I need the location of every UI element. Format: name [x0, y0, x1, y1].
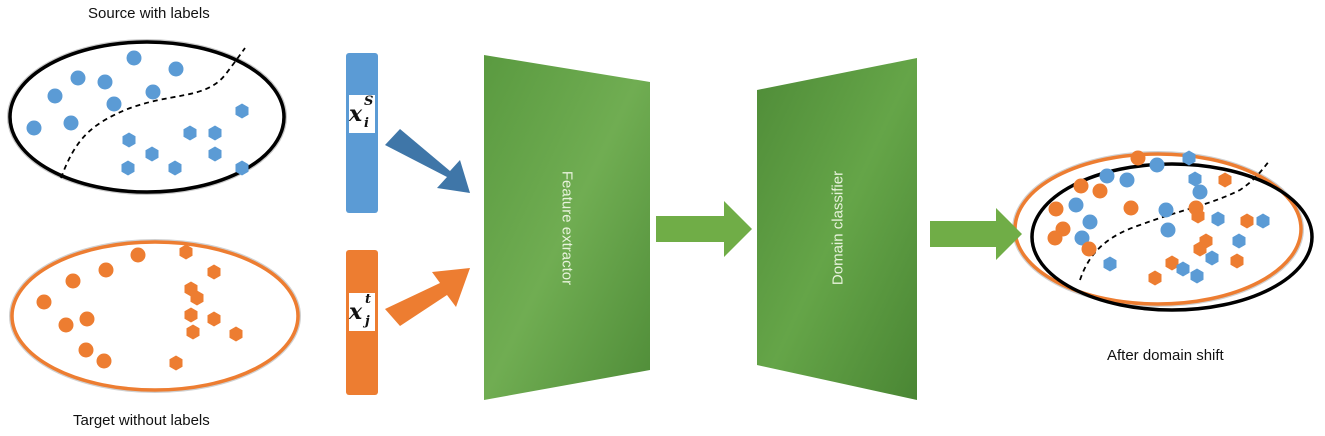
- source-class-b-point: [183, 125, 197, 141]
- after-domain-shift-label: After domain shift: [1107, 347, 1224, 364]
- after-shift-point: [1068, 197, 1084, 213]
- target-class-a-point: [96, 353, 112, 369]
- target-ellipse: [10, 240, 300, 392]
- target-class-b-point: [190, 290, 204, 306]
- source-class-b-point: [122, 132, 136, 148]
- target-class-b-point: [184, 307, 198, 323]
- after-shift-point: [1160, 222, 1176, 238]
- source-class-a-point: [145, 84, 161, 100]
- target-symbol-var: x: [349, 299, 363, 325]
- after-decision-boundary: [1079, 159, 1271, 281]
- after-shift-point: [1081, 241, 1097, 257]
- after-shift-hex-point: [1230, 253, 1244, 269]
- target-class-b-point: [179, 244, 193, 260]
- after-shift-point: [1149, 157, 1165, 173]
- source-to-extractor-arrow: [385, 129, 470, 193]
- target-domain: [9, 239, 301, 393]
- after-shift-point: [1073, 178, 1089, 194]
- source-symbol-sub: i: [364, 116, 369, 131]
- after-shift-hex-point: [1256, 213, 1270, 229]
- data-points: [26, 50, 1270, 371]
- classifier-to-output-arrow: [930, 208, 1022, 260]
- after-shift-point: [1092, 183, 1108, 199]
- after-shift-point: [1048, 201, 1064, 217]
- target-class-b-point: [207, 311, 221, 327]
- source-class-a-point: [47, 88, 63, 104]
- after-shift-domain: [1012, 151, 1314, 312]
- target-class-a-point: [78, 342, 94, 358]
- after-shift-point: [1074, 230, 1090, 246]
- after-shift-point: [1047, 230, 1063, 246]
- after-shift-point: [1123, 200, 1139, 216]
- source-class-b-point: [208, 146, 222, 162]
- after-shift-hex-point: [1103, 256, 1117, 272]
- source-class-a-point: [70, 70, 86, 86]
- after-shift-point: [1082, 214, 1098, 230]
- source-class-b-point: [208, 125, 222, 141]
- after-shift-hex-point: [1193, 241, 1207, 257]
- domain-classifier-label: Domain classifier: [829, 170, 847, 286]
- source-symbol-var: x: [349, 101, 363, 127]
- target-class-a-point: [98, 262, 114, 278]
- target-class-a-point: [79, 311, 95, 327]
- target-class-b-point: [207, 264, 221, 280]
- target-to-extractor-arrow: [385, 268, 470, 326]
- after-shift-hex-point: [1191, 208, 1205, 224]
- source-class-b-point: [235, 103, 249, 119]
- after-shift-hex-point: [1148, 270, 1162, 286]
- after-shift-point: [1099, 168, 1115, 184]
- after-shift-hex-point: [1176, 261, 1190, 277]
- source-class-b-point: [121, 160, 135, 176]
- after-shift-hex-point: [1218, 172, 1232, 188]
- target-class-b-point: [229, 326, 243, 342]
- target-symbol-sub: j: [365, 314, 370, 329]
- after-source-ellipse: [1030, 162, 1314, 312]
- source-class-a-point: [26, 120, 42, 136]
- after-shift-point: [1158, 202, 1174, 218]
- source-symbol-sup: S: [364, 94, 374, 109]
- source-class-a-point: [126, 50, 142, 66]
- source-class-a-point: [106, 96, 122, 112]
- after-shift-point: [1192, 184, 1208, 200]
- target-domain-label: Target without labels: [73, 412, 210, 429]
- target-class-a-point: [36, 294, 52, 310]
- source-decision-boundary: [60, 47, 246, 179]
- source-domain-label: Source with labels: [88, 5, 210, 22]
- source-class-a-point: [63, 115, 79, 131]
- after-shift-hex-point: [1211, 211, 1225, 227]
- target-class-a-point: [58, 317, 74, 333]
- after-shift-hex-point: [1182, 150, 1196, 166]
- source-class-b-point: [145, 146, 159, 162]
- domain-classifier-block: [757, 58, 917, 400]
- target-symbol-sup: t: [365, 292, 372, 307]
- feature-extractor-label: Feature extractor: [558, 170, 576, 286]
- after-shift-hex-point: [1240, 213, 1254, 229]
- target-class-a-point: [65, 273, 81, 289]
- after-shift-hex-point: [1190, 268, 1204, 284]
- after-shift-hex-point: [1232, 233, 1246, 249]
- source-class-a-point: [168, 61, 184, 77]
- source-class-b-point: [168, 160, 182, 176]
- source-class-b-point: [235, 160, 249, 176]
- feature-extractor-block: [484, 55, 650, 400]
- target-class-b-point: [169, 355, 183, 371]
- target-class-a-point: [130, 247, 146, 263]
- after-shift-point: [1130, 150, 1146, 166]
- extractor-to-classifier-arrow: [656, 201, 752, 257]
- after-shift-hex-point: [1188, 171, 1202, 187]
- after-shift-point: [1119, 172, 1135, 188]
- target-class-b-point: [186, 324, 200, 340]
- after-shift-hex-point: [1165, 255, 1179, 271]
- after-shift-hex-point: [1205, 250, 1219, 266]
- source-feature-bar: [346, 53, 378, 213]
- source-class-a-point: [97, 74, 113, 90]
